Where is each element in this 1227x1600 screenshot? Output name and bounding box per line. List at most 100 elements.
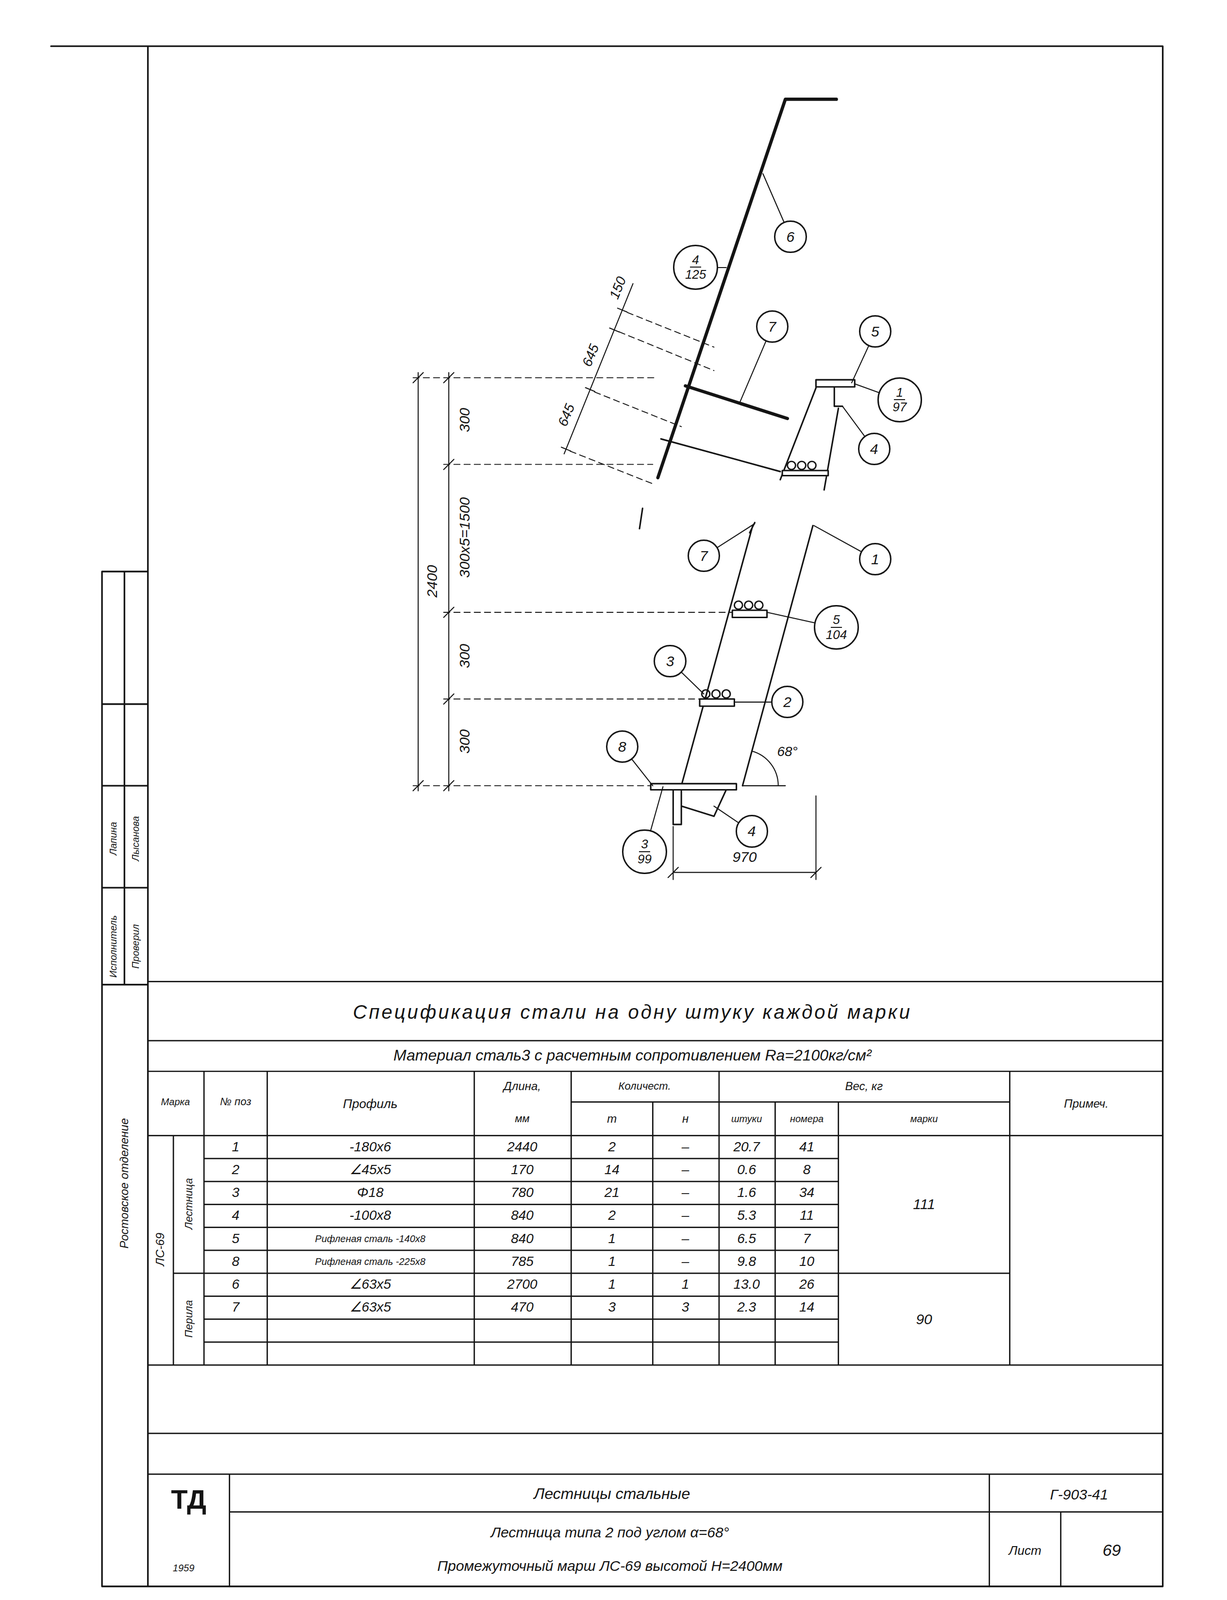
callout-circle: 4 <box>857 432 891 466</box>
callout-circle: 1 <box>858 542 892 576</box>
table-cell: 8 <box>230 1253 241 1269</box>
table-header: Вес, кг <box>843 1079 884 1093</box>
stamp-text: Лапина <box>107 820 119 857</box>
callout-circle: 8 <box>605 730 639 763</box>
table-cell: 7 <box>230 1299 241 1315</box>
table-cell: Рифленая сталь -140x8 <box>314 1233 427 1244</box>
table-header: номера <box>789 1113 825 1125</box>
callout-number: 3 <box>638 837 650 853</box>
table-cell: 5.3 <box>736 1208 757 1224</box>
table-cell: 14 <box>603 1161 621 1177</box>
title-block-text: Г-903-41 <box>1049 1486 1110 1503</box>
table-header: Спецификация стали на одну штуку каждой … <box>352 1001 913 1023</box>
table-cell: -100x8 <box>348 1208 393 1224</box>
table-header: Марка <box>159 1096 191 1108</box>
dimension-label: 300 <box>455 406 472 434</box>
table-header: Количест. <box>617 1080 673 1093</box>
table-header: штуки <box>730 1113 763 1125</box>
title-block-text: ТД <box>169 1484 208 1515</box>
table-cell: 20.7 <box>732 1139 761 1155</box>
callout-number: 104 <box>823 627 849 642</box>
callout-number: 1 <box>869 551 882 568</box>
callout-number: 1 <box>893 385 905 401</box>
callout-circle: 7 <box>687 539 721 572</box>
table-header: т <box>605 1112 618 1126</box>
tread-plates <box>650 379 855 790</box>
table-cell: 170 <box>509 1161 535 1177</box>
table-cell: ∠63x5 <box>348 1299 393 1315</box>
table-cell: 3 <box>230 1185 241 1201</box>
table-grid <box>148 981 1163 1587</box>
table-header: н <box>681 1112 690 1126</box>
dimension-label: 300 <box>455 728 472 755</box>
table-cell: 780 <box>509 1185 535 1201</box>
table-cell: 3 <box>680 1299 691 1315</box>
table-cell: 5 <box>230 1230 241 1246</box>
callout-number: 5 <box>869 323 882 340</box>
table-header: № поз <box>218 1095 253 1108</box>
table-cell: 3 <box>607 1299 618 1315</box>
table-cell: ∠45x5 <box>348 1161 393 1177</box>
dimension-label: 645 <box>579 341 603 370</box>
table-cell: 13.0 <box>732 1277 761 1293</box>
table-cell: 2 <box>607 1208 618 1224</box>
dimension-label: 970 <box>731 848 758 865</box>
dimension-label: 2400 <box>423 564 440 599</box>
leader-lines <box>621 173 900 853</box>
callout-circle: 2 <box>771 685 804 719</box>
table-header: Профиль <box>341 1096 399 1111</box>
callout-circle: 3 <box>653 644 687 678</box>
table-cell: 8 <box>802 1161 812 1177</box>
table-cell: 26 <box>798 1277 816 1293</box>
table-header: Перила <box>183 1298 195 1339</box>
table-cell: 1 <box>680 1277 691 1293</box>
table-header: ЛС-69 <box>153 1231 167 1267</box>
table-cell: 840 <box>509 1208 535 1224</box>
table-cell: 1 <box>607 1230 618 1246</box>
table-cell: 2 <box>230 1161 241 1177</box>
table-cell: 840 <box>509 1230 535 1246</box>
table-cell: 2.3 <box>736 1299 757 1315</box>
callout-number: 97 <box>890 400 909 415</box>
extension-lines <box>413 312 733 786</box>
table-header: Длина, <box>502 1079 542 1093</box>
table-cell: 10 <box>798 1253 816 1269</box>
table-cell: 41 <box>798 1139 816 1155</box>
table-cell: – <box>680 1253 691 1269</box>
table-cell: 1 <box>607 1253 618 1269</box>
callout-number: 5 <box>830 612 842 628</box>
stamp-text: Исполнитель <box>107 914 119 979</box>
table-cell: – <box>680 1208 691 1224</box>
callout-number: 4 <box>689 252 701 269</box>
stamp-text: Ростовское отделение <box>117 1116 131 1250</box>
table-cell: 6.5 <box>736 1230 757 1246</box>
table-cell: – <box>680 1185 691 1201</box>
callout-circle: 6 <box>773 220 807 253</box>
table-cell: 1 <box>230 1139 241 1155</box>
table-cell: 2700 <box>505 1277 538 1293</box>
title-block-text: Промежуточный марш ЛС-69 высотой H=2400м… <box>436 1557 784 1574</box>
callout-number: 125 <box>683 267 708 282</box>
callout-circle: 4 <box>735 814 769 848</box>
table-cell: -180x6 <box>348 1139 393 1155</box>
title-block-text: Лестницы стальные <box>532 1485 691 1503</box>
callout-number: 99 <box>635 852 654 867</box>
stringer-lines <box>639 386 843 825</box>
table-cell: Рифленая сталь -225x8 <box>314 1256 427 1267</box>
callout-number: 8 <box>616 738 629 755</box>
dimension-label: 300x5=1500 <box>455 496 472 579</box>
table-cell: ∠63x5 <box>348 1277 393 1293</box>
table-header: Лестница <box>183 1176 195 1231</box>
table-cell: 14 <box>798 1299 816 1315</box>
callout-number: 3 <box>664 653 677 670</box>
table-cell: 2440 <box>505 1139 538 1155</box>
stamp-text: Проверил <box>130 923 141 970</box>
callout-circle: 4125 <box>672 244 718 290</box>
callout-number: 6 <box>784 228 797 245</box>
stamp-text: Лысанова <box>130 814 141 862</box>
table-cell: – <box>680 1139 691 1155</box>
callout-number: 4 <box>868 440 881 457</box>
dimension-label: 150 <box>606 273 630 303</box>
